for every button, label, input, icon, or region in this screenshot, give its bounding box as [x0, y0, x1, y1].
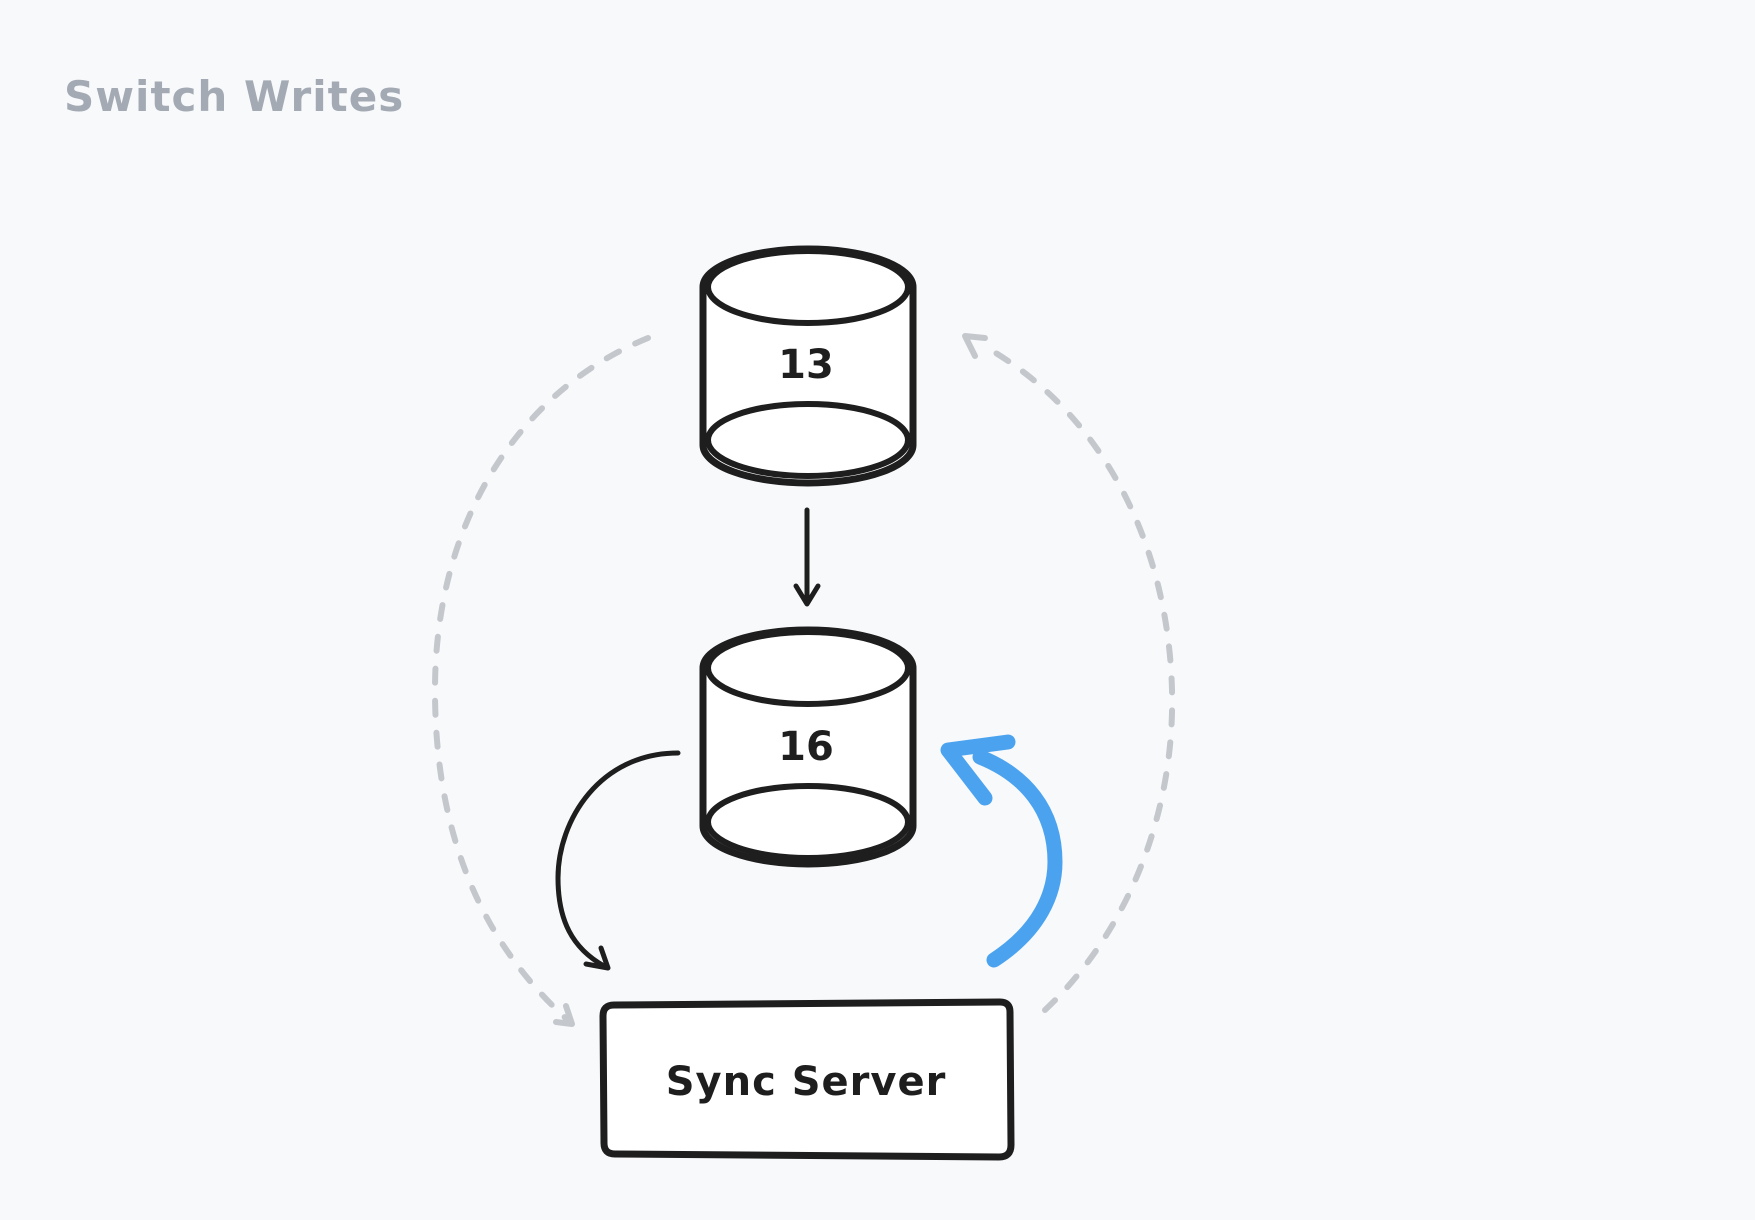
dashed-arc-left	[431, 335, 651, 1027]
arrow-server-to-16-highlight	[940, 734, 1063, 968]
database-13: 13	[699, 245, 917, 487]
sync-server-box: Sync Server	[599, 998, 1015, 1161]
sync-server-label: Sync Server	[666, 1059, 947, 1105]
arrow-16-to-server	[555, 750, 681, 971]
database-16: 16	[699, 626, 917, 868]
database-16-label: 16	[778, 724, 834, 770]
database-13-label: 13	[778, 342, 834, 388]
diagram-title: Switch Writes	[64, 72, 405, 121]
dashed-arc-right	[962, 333, 1176, 1013]
arrow-13-to-16	[793, 507, 821, 607]
